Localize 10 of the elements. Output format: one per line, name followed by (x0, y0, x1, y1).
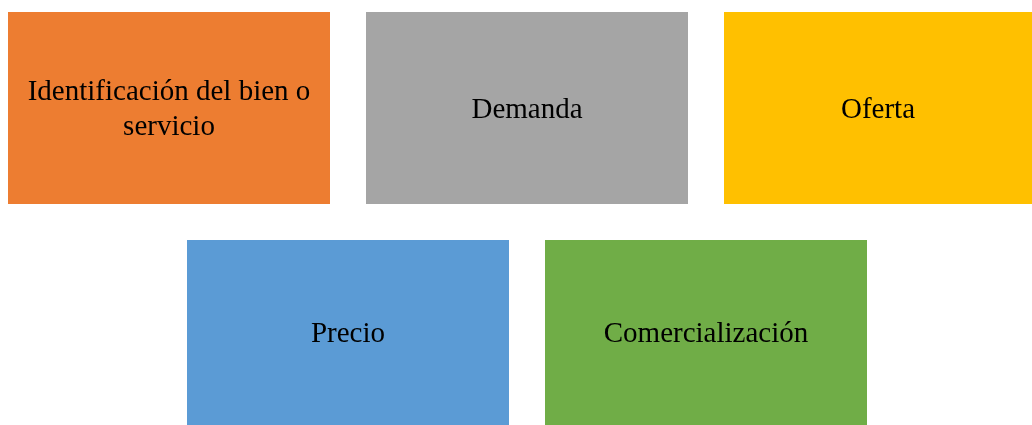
box-label: Comercialización (603, 315, 809, 350)
box-label: Precio (310, 315, 386, 350)
box-label: Oferta (840, 90, 916, 126)
colored-box (366, 12, 688, 204)
colored-box (545, 240, 867, 425)
colored-box (187, 240, 509, 425)
colored-box (724, 12, 1032, 204)
box-label: Identificación del bien o servicio (26, 73, 312, 143)
colored-box (8, 12, 330, 204)
box-label: Demanda (471, 90, 583, 126)
